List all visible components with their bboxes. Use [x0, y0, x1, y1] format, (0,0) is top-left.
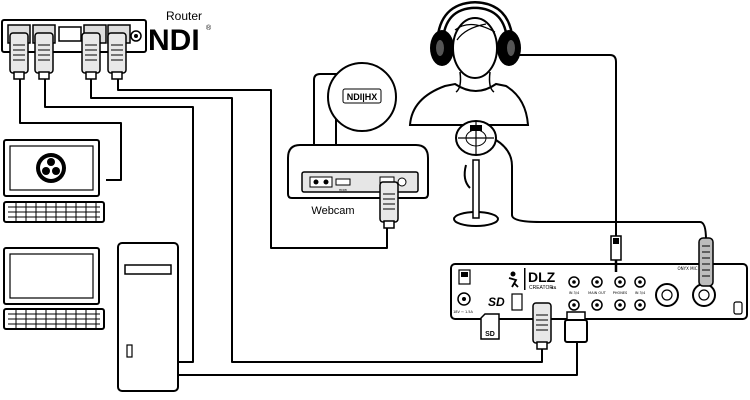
mic-stand-pole	[472, 159, 480, 219]
router-plugs	[9, 32, 127, 74]
mixer-jack-label-3: PHONES	[613, 291, 628, 295]
dlz-creator-mixer: 18V ⎓ 1.5A SD SD DLZ CREATOR XS IN 3/4 M…	[450, 263, 748, 340]
cable-mic-mixer	[495, 139, 707, 241]
webcam-ethernet-plug	[379, 181, 399, 223]
mixer-jacks	[568, 276, 646, 311]
router-port-center	[58, 26, 82, 42]
microphone-stand	[453, 120, 499, 227]
xlr-plug	[698, 237, 714, 287]
ndi-webcam: NDI|HX HDMI Webcam	[287, 62, 429, 229]
person-with-headphones	[408, 0, 530, 126]
mackie-logo-icon	[508, 271, 519, 288]
mixer-jack-label-2: MAIN OUT	[588, 291, 606, 295]
laptop-obs	[3, 139, 105, 223]
webcam-badge: NDI|HX	[347, 92, 378, 102]
sd-card	[480, 313, 500, 340]
cables	[19, 54, 707, 376]
router-caption: Router	[166, 9, 202, 23]
cable-headphones-mixer	[517, 54, 617, 238]
laptop-2	[3, 247, 105, 330]
webcam-hdmi-label: HDMI	[339, 188, 347, 192]
mixer-ethernet-plug	[532, 302, 552, 350]
sd-card-slot	[511, 293, 523, 311]
person-shoulders	[408, 82, 530, 126]
cable-tower-mixer-usb	[178, 342, 578, 376]
mixer-model-suffix: XS	[551, 285, 557, 290]
tower-body	[117, 242, 179, 392]
mixer-kensington-slot	[733, 301, 743, 315]
mixer-usb-plug	[564, 311, 588, 343]
mixer-model: CREATOR	[529, 285, 553, 291]
obs-logo-icon	[36, 153, 66, 183]
cable-router-webcam	[117, 78, 388, 249]
cable-router-mixer	[90, 78, 543, 363]
tower-drive-bay	[124, 264, 172, 275]
cable-router-laptop1	[19, 78, 122, 181]
desktop-tower	[117, 242, 179, 392]
headphone-plug	[610, 235, 622, 272]
ndi-logo: NDI	[148, 24, 200, 57]
ndi-logo-reg: ®	[206, 24, 212, 32]
mixer-brand: DLZ	[528, 269, 556, 285]
webcam-caption: Webcam	[311, 205, 354, 217]
mixer-power-label: 18V ⎓ 1.5A	[453, 310, 473, 314]
laptop2-screen	[9, 253, 94, 299]
sd-logo: SD	[488, 295, 505, 309]
sd-card-label: SD	[485, 331, 495, 338]
mixer-jack-label-4: IN 3/4	[635, 291, 646, 295]
webcam-badge-bg	[342, 88, 382, 104]
cable-router-laptop2	[44, 78, 194, 363]
mixer-mic-label: ONYX MIC PRE	[677, 266, 706, 271]
mic-clip	[463, 164, 471, 189]
mixer-jack-label-1: IN 3/4	[569, 291, 580, 295]
tower-power-button	[126, 344, 133, 358]
ndi-router: Router NDI ®	[1, 9, 212, 80]
webcam-hdmi-port	[335, 178, 351, 186]
